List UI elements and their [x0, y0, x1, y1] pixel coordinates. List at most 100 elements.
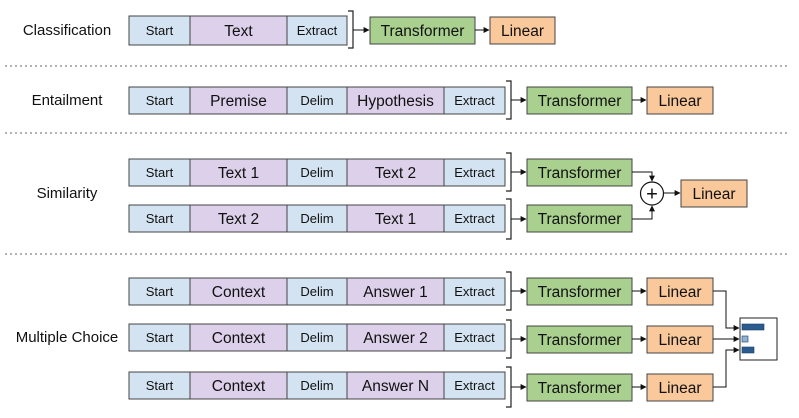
token-extract [443, 323, 506, 352]
plus-icon [639, 181, 665, 206]
token-delim [286, 86, 348, 115]
token-extract [443, 277, 506, 306]
plus-symbol: + [646, 184, 658, 206]
linear-label: Linear [692, 186, 735, 203]
token-label: Delim [300, 284, 333, 299]
transformer-label: Transformer [381, 23, 465, 40]
token-extract [286, 15, 348, 46]
token-label: Text 1 [218, 165, 259, 182]
token-label: Extract [454, 165, 495, 180]
multiple-choice-section: Multiple Choice Start Context Delim Answ… [16, 271, 778, 408]
linear-label: Linear [658, 380, 701, 397]
linear-box [680, 179, 748, 208]
bracket [506, 271, 512, 311]
token-answer [346, 323, 445, 352]
linear-box [646, 86, 714, 115]
token-start [128, 277, 191, 306]
token-label: Context [212, 378, 266, 395]
bracket [506, 366, 512, 408]
token-label: Start [146, 284, 174, 299]
connector [713, 290, 740, 331]
bracket [506, 319, 512, 359]
token-context [189, 277, 288, 306]
token-label: Delim [300, 93, 333, 108]
connector [632, 205, 655, 220]
task-label-similarity: Similarity [37, 185, 98, 202]
token-label: Premise [210, 93, 267, 110]
token-start [128, 86, 191, 115]
token-label: Delim [300, 330, 333, 345]
transformer-box [526, 86, 633, 115]
token-extract [443, 86, 506, 115]
linear-box [646, 277, 714, 306]
token-answer [346, 277, 445, 306]
softmax-bars-icon [739, 317, 778, 361]
token-label: Text 2 [375, 165, 416, 182]
connector [713, 347, 740, 388]
token-text-2 [346, 158, 445, 187]
transformer-box [369, 16, 476, 45]
token-label: Answer 2 [363, 330, 428, 347]
task-label-multiple-choice: Multiple Choice [16, 329, 119, 346]
token-label: Hypothesis [357, 93, 434, 110]
similarity-section: Similarity Start Text 1 Delim Text 2 Ext… [37, 152, 748, 240]
transformer-box [526, 277, 633, 306]
token-label: Answer 1 [363, 284, 428, 301]
connector [632, 171, 655, 182]
bracket [506, 198, 512, 240]
token-context [189, 323, 288, 352]
token-start [128, 323, 191, 352]
transformer-box [526, 158, 633, 187]
linear-box [489, 16, 556, 45]
bracket [506, 80, 512, 120]
token-extract [443, 204, 506, 233]
bracket [348, 10, 354, 49]
transformer-label: Transformer [538, 380, 622, 397]
linear-label: Linear [501, 23, 544, 40]
token-extract [443, 371, 506, 400]
token-label: Extract [297, 23, 338, 38]
token-label: Start [146, 23, 174, 38]
token-label: Extract [454, 378, 495, 393]
token-label: Start [146, 211, 174, 226]
token-label: Text 1 [375, 211, 416, 228]
token-label: Extract [454, 93, 495, 108]
token-label: Extract [454, 211, 495, 226]
token-context [189, 371, 288, 400]
token-label: Start [146, 330, 174, 345]
token-label: Context [212, 330, 266, 347]
token-label: Start [146, 93, 174, 108]
token-answer [346, 371, 445, 400]
task-label-classification: Classification [23, 22, 111, 39]
token-text [189, 15, 288, 46]
token-label: Start [146, 165, 174, 180]
token-start [128, 158, 191, 187]
transformer-label: Transformer [538, 211, 622, 228]
task-label-entailment: Entailment [32, 92, 104, 109]
token-label: Text [224, 23, 253, 40]
token-label: Delim [300, 165, 333, 180]
token-delim [286, 323, 348, 352]
transformer-label: Transformer [538, 165, 622, 182]
token-delim [286, 158, 348, 187]
token-label: Extract [454, 284, 495, 299]
linear-label: Linear [658, 284, 701, 301]
token-label: Delim [300, 211, 333, 226]
linear-label: Linear [658, 93, 701, 110]
token-hypothesis [346, 86, 445, 115]
token-label: Extract [454, 330, 495, 345]
transformer-label: Transformer [538, 332, 622, 349]
entailment-section: Entailment Start Premise Delim Hypothesi… [32, 80, 714, 120]
token-label: Start [146, 378, 174, 393]
token-label: Delim [300, 378, 333, 393]
token-label: Text 2 [218, 211, 259, 228]
classification-section: Classification Start Text Extract Transf… [23, 10, 556, 49]
token-label: Answer N [362, 378, 429, 395]
transformer-box [526, 373, 633, 402]
bracket [506, 152, 512, 192]
transformer-label: Transformer [538, 93, 622, 110]
token-label: Context [212, 284, 266, 301]
token-delim [286, 371, 348, 400]
transformer-label: Transformer [538, 284, 622, 301]
